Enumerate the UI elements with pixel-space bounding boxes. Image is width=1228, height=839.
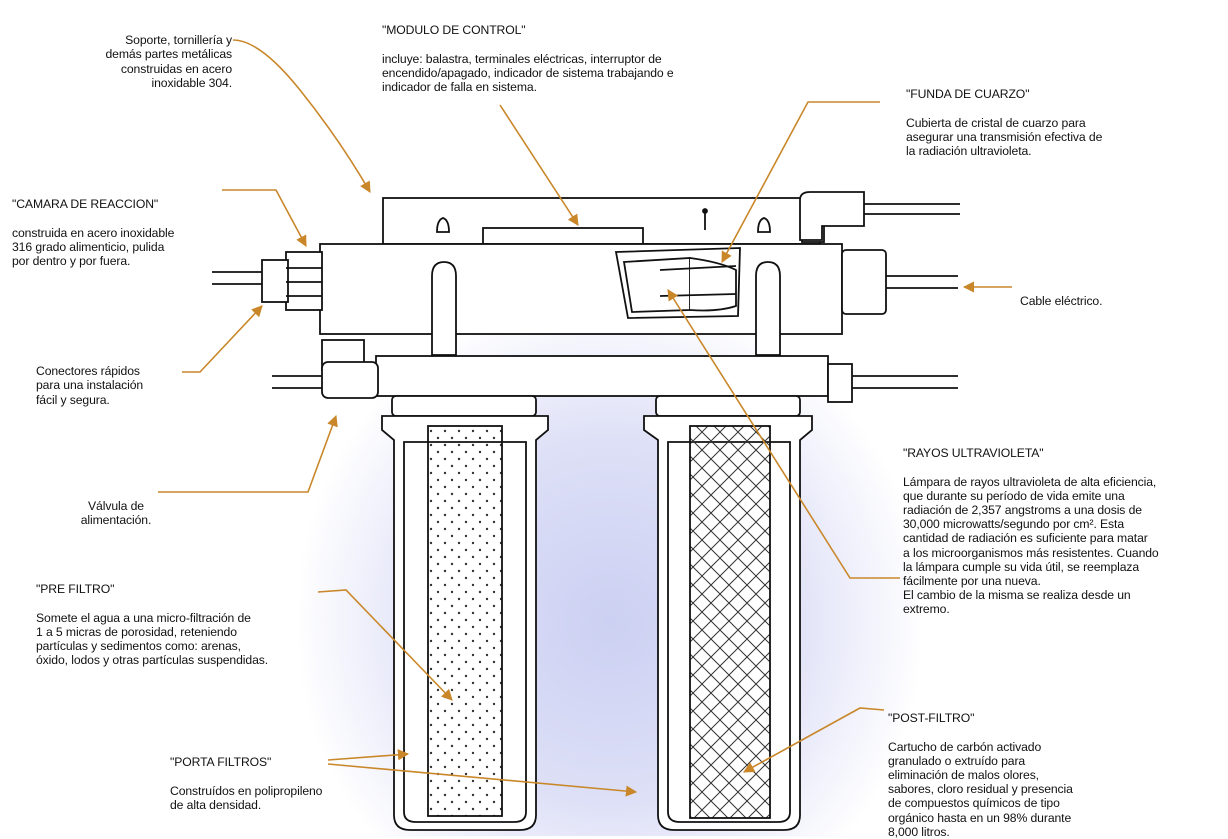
label-funda-cuarzo-title: "FUNDA DE CUARZO" <box>906 87 1030 102</box>
label-modulo-control-body: incluye: balastra, terminales eléctricas… <box>382 51 674 95</box>
reaction-chamber <box>212 243 958 356</box>
post-filter-housing <box>643 395 813 831</box>
label-camara-reaccion-body: construida en acero inoxidable 316 grado… <box>12 225 175 269</box>
label-modulo-control: "MODULO DE CONTROL" incluye: balastra, t… <box>382 9 802 94</box>
label-pre-filtro-title: "PRE FILTRO" <box>36 582 115 597</box>
label-porta-filtros-title: "PORTA FILTROS" <box>170 755 272 770</box>
label-soporte-body: Soporte, tornillería y demás partes metá… <box>105 33 232 90</box>
label-conectores-body: Conectores rápidos para una instalación … <box>36 364 144 407</box>
label-cable-electrico: Cable eléctrico. <box>1020 280 1140 308</box>
label-funda-cuarzo-body: Cubierta de cristal de cuarzo para asegu… <box>906 115 1103 159</box>
label-pre-filtro-body: Somete el agua a una micro-filtración de… <box>36 610 269 668</box>
pre-filter-housing <box>381 395 549 831</box>
label-funda-cuarzo: "FUNDA DE CUARZO" Cubierta de cristal de… <box>906 73 1146 158</box>
label-soporte: Soporte, tornillería y demás partes metá… <box>50 19 232 90</box>
control-module <box>382 191 960 245</box>
label-porta-filtros-body: Construídos en polipropileno de alta den… <box>170 783 323 812</box>
label-post-filtro-title: "POST-FILTRO" <box>888 711 975 726</box>
label-modulo-control-title: "MODULO DE CONTROL" <box>382 23 526 38</box>
label-camara-reaccion-title: "CAMARA DE REACCION" <box>12 197 159 212</box>
label-valvula: Válvula de alimentación. <box>66 485 166 528</box>
label-camara-reaccion: "CAMARA DE REACCION" construida en acero… <box>12 183 242 268</box>
label-valvula-body: Válvula de alimentación. <box>80 499 152 528</box>
label-rayos-uv-title: "RAYOS ULTRAVIOLETA" <box>903 446 1044 461</box>
label-porta-filtros: "PORTA FILTROS" Construídos en polipropi… <box>170 741 390 812</box>
label-cable-electrico-body: Cable eléctrico. <box>1020 294 1103 309</box>
label-rayos-uv: "RAYOS ULTRAVIOLETA" Lámpara de rayos ul… <box>903 432 1223 617</box>
label-conectores: Conectores rápidos para una instalación … <box>36 350 196 407</box>
manifold <box>272 339 958 403</box>
label-pre-filtro: "PRE FILTRO" Somete el agua a una micro-… <box>36 568 336 667</box>
label-rayos-uv-body: Lámpara de rayos ultravioleta de alta ef… <box>903 474 1159 617</box>
leader-lines <box>158 39 1012 797</box>
label-post-filtro: "POST-FILTRO" Cartucho de carbón activad… <box>888 697 1128 839</box>
label-post-filtro-body: Cartucho de carbón activado granulado o … <box>888 739 1073 839</box>
